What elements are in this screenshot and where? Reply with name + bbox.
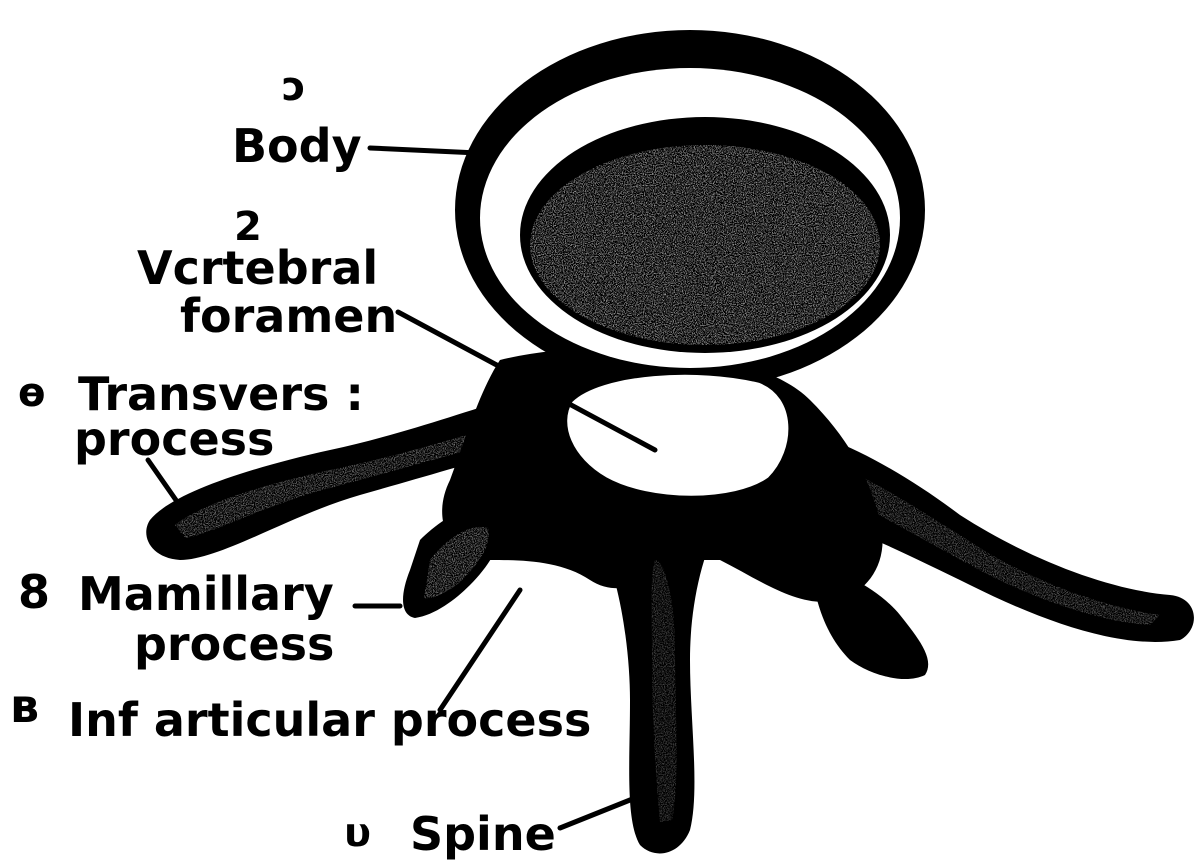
label-vertebral-foramen-line2: foramen [180, 289, 397, 343]
label-vertebral-foramen-line1: Vcrtebral [137, 241, 378, 295]
mark-mamillary-process: 8 [18, 565, 50, 619]
label-inf-articular-process: Inf articular process [68, 693, 591, 747]
label-transverse-process-line2: process [74, 412, 274, 466]
label-mamillary-process-line2: process [134, 617, 334, 671]
leader-body [370, 148, 478, 153]
leader-inf-articular-process [440, 590, 520, 710]
mark-spine: υ [344, 810, 371, 856]
mark-transverse-process: ɵ [18, 370, 45, 416]
vertebral-body-texture [530, 145, 880, 345]
label-mamillary-process-line1: Mamillary [78, 567, 334, 621]
label-body: Body [232, 119, 362, 173]
leader-transverse-process [148, 460, 178, 503]
mark-body: ɔ [282, 64, 306, 110]
label-spine: Spine [410, 807, 556, 861]
leader-spine [560, 798, 635, 828]
mark-inf-articular-process: ʙ [10, 679, 39, 733]
